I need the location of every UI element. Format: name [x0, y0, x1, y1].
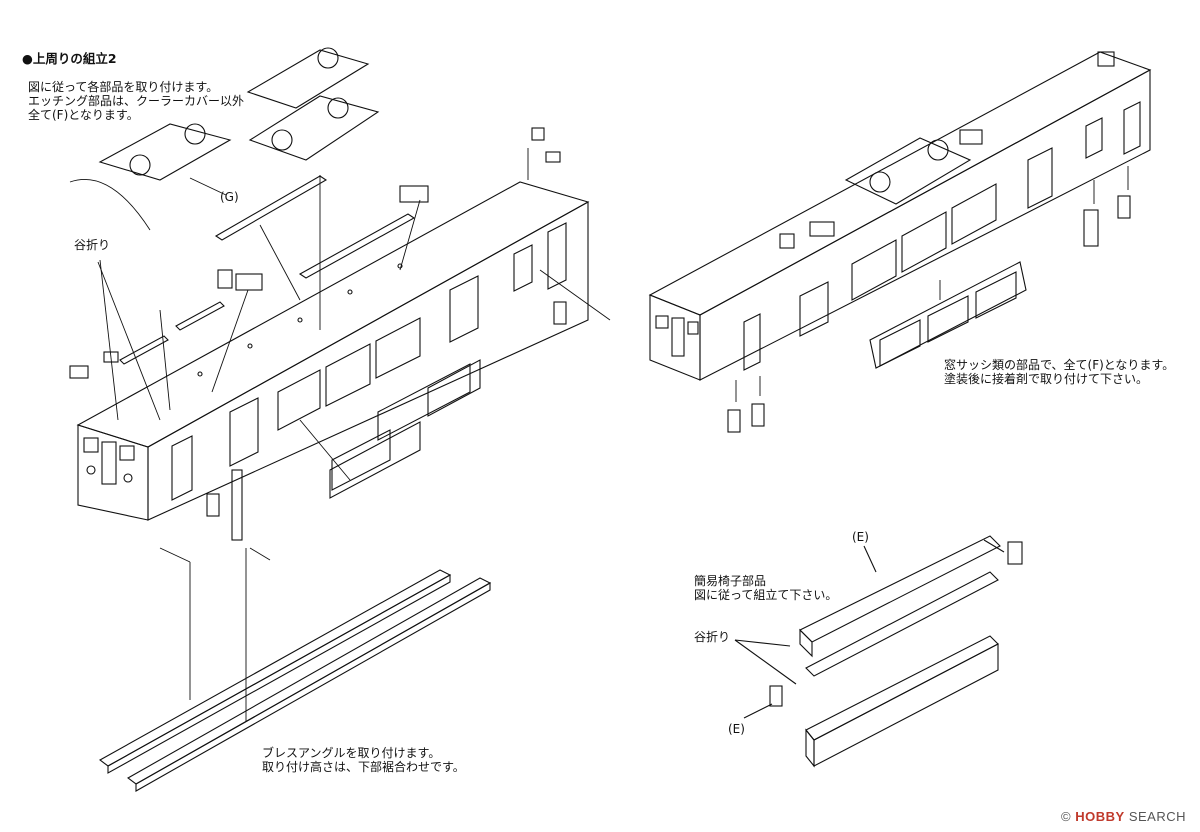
right-leader-lines: [735, 166, 1129, 402]
label-e-top: (E): [852, 530, 869, 544]
valley-fold-label-left: 谷折り: [74, 238, 111, 252]
watermark: © HOBBY SEARCH: [1061, 809, 1186, 824]
brace-angles: [98, 569, 492, 792]
label-g: (G): [220, 190, 239, 204]
seat-parts: [734, 535, 1023, 768]
right-window-panel: [727, 195, 1131, 433]
step-text: 図に従って各部品を取り付けます。 エッチング部品は、クーラーカバー以外 全て(F…: [28, 80, 245, 122]
section-title: ●上周りの組立2: [22, 51, 117, 66]
right-car-body: [648, 51, 1152, 381]
left-car-body: [76, 181, 590, 521]
left-window-parts: [206, 301, 567, 541]
watermark-text: SEARCH: [1128, 809, 1186, 824]
valley-fold-label-right: 谷折り: [694, 630, 731, 644]
roof-parts: [69, 47, 561, 379]
left-leader-lines: [69, 148, 611, 722]
label-e-bottom: (E): [728, 722, 745, 736]
window-note: 窓サッシ類の部品で、全て(F)となります。 塗装後に接着剤で取り付けて下さい。: [944, 358, 1175, 386]
seat-note: 簡易椅子部品 図に従って組立て下さい。: [694, 574, 838, 602]
brace-note: ブレスアングルを取り付けます。 取り付け高さは、下部裾合わせです。: [262, 746, 465, 774]
